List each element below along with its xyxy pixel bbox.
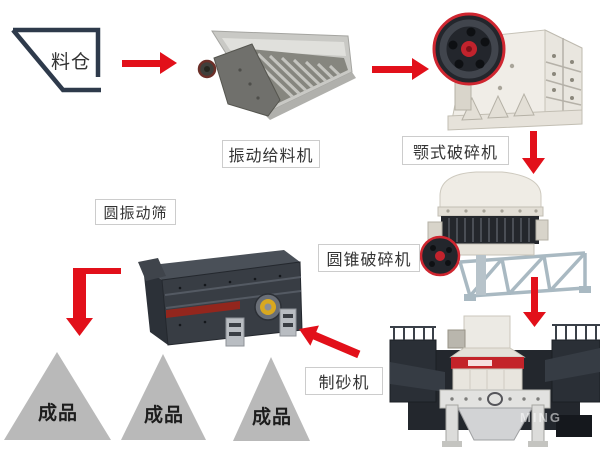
cone-crusher-label: 圆锥破碎机 xyxy=(318,244,420,272)
product-label-3: 成品 xyxy=(251,407,293,428)
arrow-screen-to-product xyxy=(66,268,121,336)
sand-maker-label: 制砂机 xyxy=(305,367,383,395)
product-label-2: 成品 xyxy=(143,405,185,426)
vibrating-screen-illustration xyxy=(138,250,303,347)
cone-crusher-illustration xyxy=(419,171,591,301)
vibrating-screen-label: 圆振动筛 xyxy=(95,199,176,225)
hopper-icon xyxy=(11,27,101,93)
product-label-1: 成品 xyxy=(37,403,79,424)
vibrating-feeder-label: 振动给料机 xyxy=(222,140,320,168)
jaw-crusher-label: 颚式破碎机 xyxy=(402,136,509,165)
sand-maker-illustration xyxy=(389,315,600,447)
product-triangles xyxy=(4,352,310,441)
arrow-cone-to-sandmaker xyxy=(523,277,546,327)
product-triangle xyxy=(233,357,310,441)
product-triangle xyxy=(4,352,111,440)
vibrating-feeder-illustration xyxy=(197,30,356,120)
hopper-label: 料仓 xyxy=(51,52,92,73)
arrow-jaw-to-cone xyxy=(522,131,545,174)
arrow-hopper-to-feeder xyxy=(122,52,177,74)
flow-arrows xyxy=(66,52,546,359)
product-triangle xyxy=(121,354,206,440)
arrow-feeder-to-jaw xyxy=(372,58,429,80)
arrow-sandmaker-to-screen xyxy=(299,325,361,359)
jaw-crusher-illustration xyxy=(432,12,583,131)
photo-watermark: MING xyxy=(520,410,562,425)
